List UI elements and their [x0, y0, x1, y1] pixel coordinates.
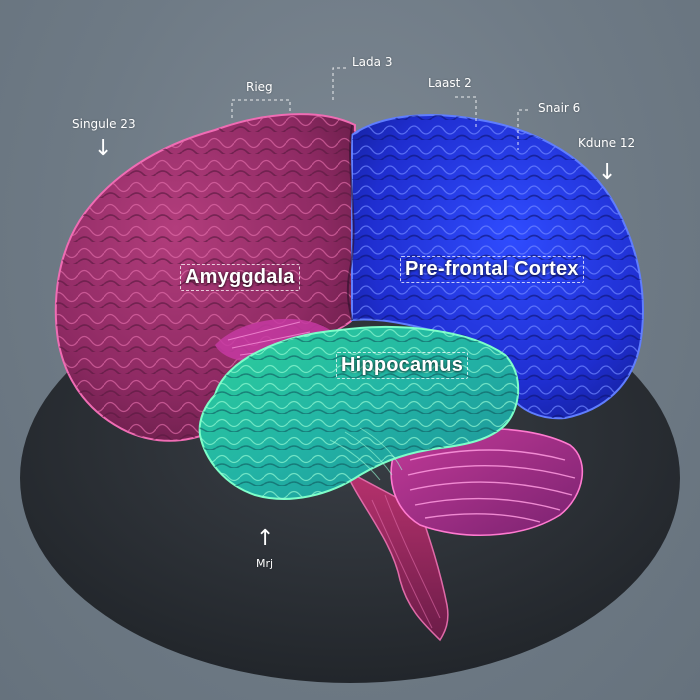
- callout-kdune: Kdune 12: [578, 136, 636, 150]
- central-fissure: [346, 124, 355, 321]
- hippocampus-label: Hippocamus: [336, 352, 469, 379]
- amygdala-label: Amyggdala: [180, 264, 300, 291]
- callout-lada: Lada 3: [352, 55, 393, 69]
- callout-snair: Snair 6: [538, 101, 581, 115]
- callout-laast: Laast 2: [428, 76, 472, 90]
- callout-rieg: Rieg: [246, 80, 273, 94]
- hippocampus-region: [198, 326, 520, 500]
- callout-mrj: Mrj: [256, 557, 274, 570]
- callout-leaders: [231, 67, 528, 150]
- down-arrow-icon: ↓: [94, 136, 113, 161]
- up-arrow-icon: ↑: [256, 526, 275, 551]
- down-arrow-icon: ↓: [598, 160, 617, 185]
- prefrontal-cortex-label: Pre-frontal Cortex: [400, 256, 584, 283]
- callout-singule: Singule 23: [72, 117, 136, 131]
